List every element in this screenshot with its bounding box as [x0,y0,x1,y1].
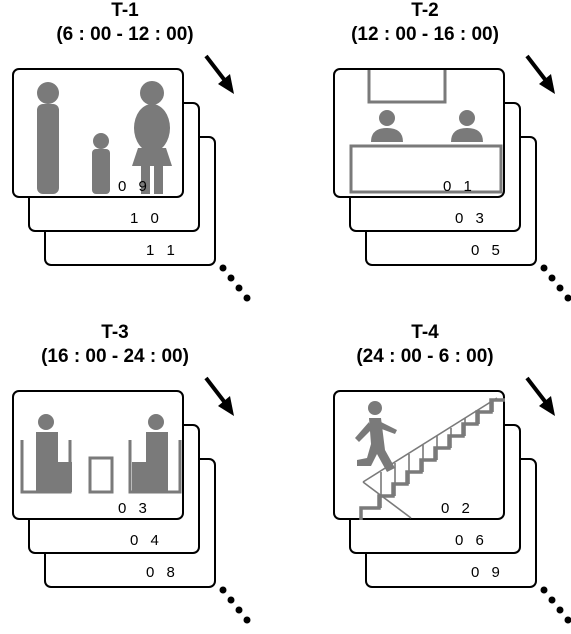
front-card: 0 9 [12,68,184,198]
card-number: 0 1 [443,178,476,195]
panel-title: T-3 [101,322,129,343]
card-number: 0 3 [455,210,488,227]
time-range: (12 : 00 - 16 : 00) [351,24,499,45]
reception-desk-image [349,70,503,194]
panel-title: T-4 [411,322,439,343]
down-right-arrow-icon [525,376,555,416]
panel-title: T-1 [111,0,139,21]
card-number: 0 4 [130,532,163,549]
front-card: 0 3 [12,390,184,520]
card-number: 0 9 [118,178,151,195]
panel-t3: T-3 (16 : 00 - 24 : 00) 0 8 0 4 0 3 [10,322,270,624]
continuation-dots-icon [219,586,251,624]
front-card: 0 1 [333,68,505,198]
card-number: 0 8 [146,564,179,581]
person-climbing-stairs-image [355,397,505,520]
two-people-seated-image [20,414,182,494]
down-right-arrow-icon [204,54,234,94]
continuation-dots-icon [540,264,571,302]
card-number: 0 6 [455,532,488,549]
time-range: (6 : 00 - 12 : 00) [56,24,194,45]
front-card: 0 2 [333,390,505,520]
down-right-arrow-icon [525,54,555,94]
card-number: 1 1 [146,242,179,259]
card-number: 0 9 [471,564,504,581]
card-number: 0 2 [441,500,474,517]
down-right-arrow-icon [204,376,234,416]
family-standing-image [37,81,172,194]
continuation-dots-icon [219,264,251,302]
panel-t4: T-4 (24 : 00 - 6 : 00) 0 9 0 6 [331,322,571,624]
card-number: 0 3 [118,500,151,517]
panel-t2: T-2 (12 : 00 - 16 : 00) 0 5 0 3 0 1 [331,0,571,302]
card-number: 0 5 [471,242,504,259]
time-range: (24 : 00 - 6 : 00) [356,346,494,367]
panel-t1: T-1 (6 : 00 - 12 : 00) 1 1 1 0 0 9 [10,0,270,302]
continuation-dots-icon [540,586,571,624]
panel-title: T-2 [411,0,439,21]
card-number: 1 0 [130,210,163,227]
time-range: (16 : 00 - 24 : 00) [41,346,189,367]
